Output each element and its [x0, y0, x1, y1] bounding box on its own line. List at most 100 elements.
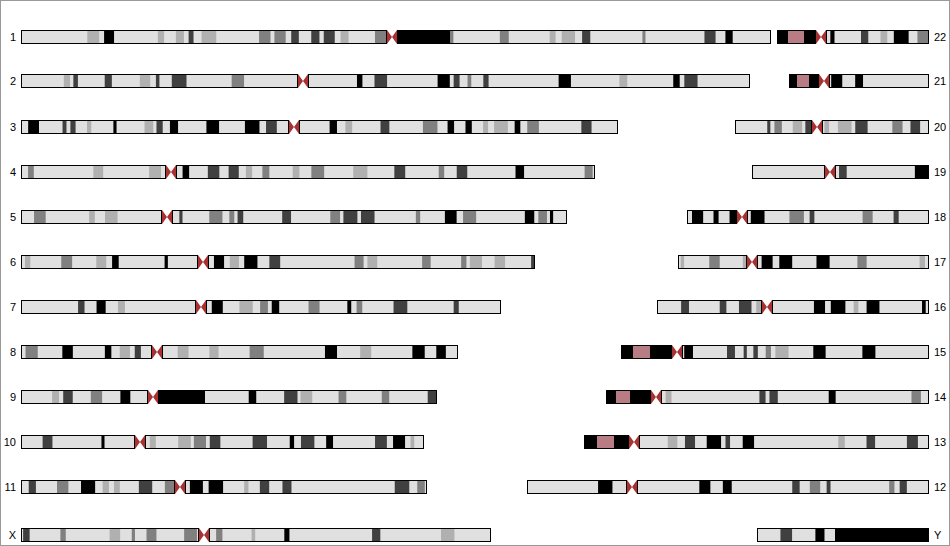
- chromosome-arm: [21, 255, 198, 269]
- centromere: [167, 210, 172, 224]
- band: [779, 255, 792, 269]
- band: [861, 30, 868, 44]
- band: [666, 390, 672, 404]
- band: [412, 345, 424, 359]
- band: [244, 480, 248, 494]
- band: [454, 300, 459, 314]
- chromosome-arm: [687, 210, 737, 224]
- chromosome-outline: [173, 211, 567, 224]
- band: [830, 30, 834, 44]
- band: [91, 390, 102, 404]
- centromere: [672, 345, 677, 359]
- band: [61, 255, 72, 269]
- centromere: [153, 390, 158, 404]
- chromosome-number: 1: [10, 31, 16, 44]
- band: [867, 300, 880, 314]
- centromere: [392, 30, 397, 44]
- band: [353, 165, 367, 179]
- band: [831, 300, 846, 314]
- band: [266, 120, 277, 134]
- stalk: [797, 74, 809, 88]
- band: [156, 74, 160, 88]
- satellite: [621, 345, 672, 359]
- band: [855, 120, 867, 134]
- band: [824, 120, 829, 134]
- chromosome-outline: [22, 31, 387, 44]
- band: [347, 300, 351, 314]
- band: [311, 30, 319, 44]
- chromosome-number: 11: [5, 481, 16, 494]
- band: [343, 210, 357, 224]
- chromosome-number: 16: [934, 301, 946, 314]
- centromere: [135, 435, 140, 449]
- chromosome-outline: [163, 346, 458, 359]
- band: [531, 255, 534, 269]
- band: [325, 345, 337, 359]
- centromere: [298, 74, 303, 88]
- band: [202, 30, 217, 44]
- stalk: [597, 435, 614, 449]
- band: [585, 165, 593, 179]
- chromosome-arm: [621, 345, 672, 359]
- centromere: [742, 210, 747, 224]
- chromosome-outline: [186, 481, 427, 494]
- band: [81, 480, 95, 494]
- band: [684, 74, 697, 88]
- band: [210, 435, 221, 449]
- band: [101, 435, 104, 449]
- band: [855, 74, 863, 88]
- band: [105, 210, 118, 224]
- band: [311, 165, 324, 179]
- chromosome-number: 10: [4, 436, 16, 449]
- chromosome-number: 13: [934, 436, 946, 449]
- chromosome-outline: [209, 256, 535, 269]
- band: [892, 120, 902, 134]
- chromosome-arm: [185, 480, 427, 494]
- chromosome-outline: [585, 436, 629, 449]
- band: [345, 120, 352, 134]
- chromosome-arm: [777, 30, 816, 44]
- chromosome-arm: [206, 300, 501, 314]
- band: [60, 528, 65, 542]
- centromere: [821, 30, 826, 44]
- chromosome-arm: [145, 435, 424, 449]
- band: [229, 210, 234, 224]
- band: [495, 255, 506, 269]
- band: [780, 528, 792, 542]
- band: [681, 300, 689, 314]
- band: [290, 435, 294, 449]
- band: [135, 345, 141, 359]
- chromosome-arm: [661, 390, 929, 404]
- chromosome-arm: [682, 345, 929, 359]
- band: [441, 528, 454, 542]
- band: [461, 255, 466, 269]
- band: [184, 528, 197, 542]
- chromosome-arm: [397, 30, 771, 44]
- band: [907, 435, 918, 449]
- band: [411, 435, 415, 449]
- band: [422, 255, 431, 269]
- band: [516, 165, 525, 179]
- band: [863, 210, 873, 224]
- band: [324, 30, 335, 44]
- centromere: [634, 435, 639, 449]
- centromere: [387, 30, 392, 44]
- chromosome-arm: [772, 300, 929, 314]
- band: [132, 528, 135, 542]
- chromosome-outline: [210, 529, 491, 542]
- chromosome-outline: [688, 211, 737, 224]
- band: [78, 300, 84, 314]
- band: [500, 30, 509, 44]
- chromosome-arm: [162, 345, 458, 359]
- band: [668, 435, 678, 449]
- band: [62, 345, 73, 359]
- band: [249, 390, 257, 404]
- chromosome-outline: [758, 256, 929, 269]
- chromosome-number: 20: [934, 121, 946, 134]
- chromosome-outline: [622, 346, 672, 359]
- band: [29, 480, 36, 494]
- band: [827, 480, 831, 494]
- band: [582, 30, 590, 44]
- band: [70, 120, 75, 134]
- band: [140, 74, 150, 88]
